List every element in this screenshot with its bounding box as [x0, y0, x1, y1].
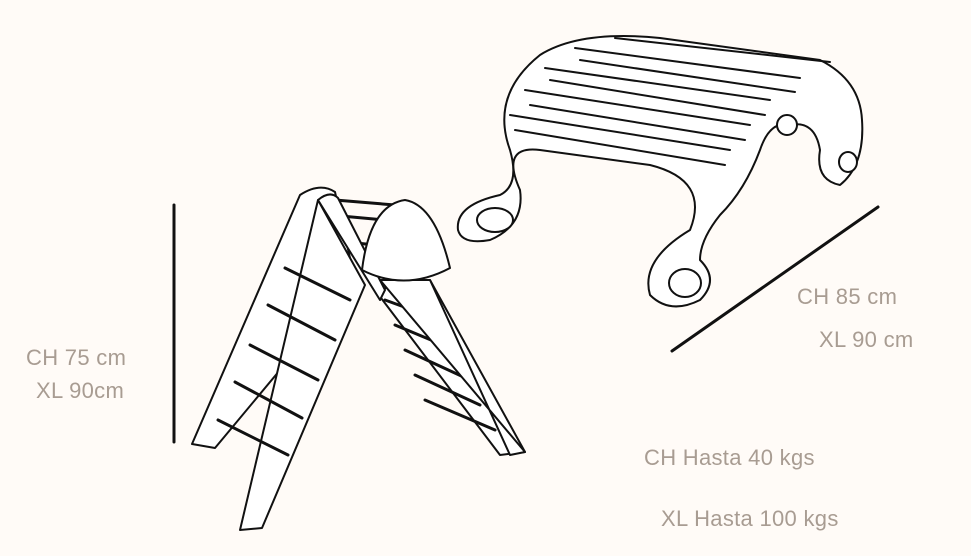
triangle-height-xl: XL 90cm	[36, 378, 125, 403]
capacity-ch: CH Hasta 40 kgs	[644, 445, 815, 470]
length-dimension-line	[670, 205, 880, 353]
triangle-height-ch: CH 75 cm	[26, 345, 127, 370]
arch-length-ch: CH 85 cm	[797, 284, 898, 309]
pikler-triangle	[191, 186, 526, 531]
arch-length-xl: XL 90 cm	[819, 327, 914, 352]
capacity-xl: XL Hasta 100 kgs	[661, 506, 839, 531]
climbing-arch	[456, 35, 864, 308]
